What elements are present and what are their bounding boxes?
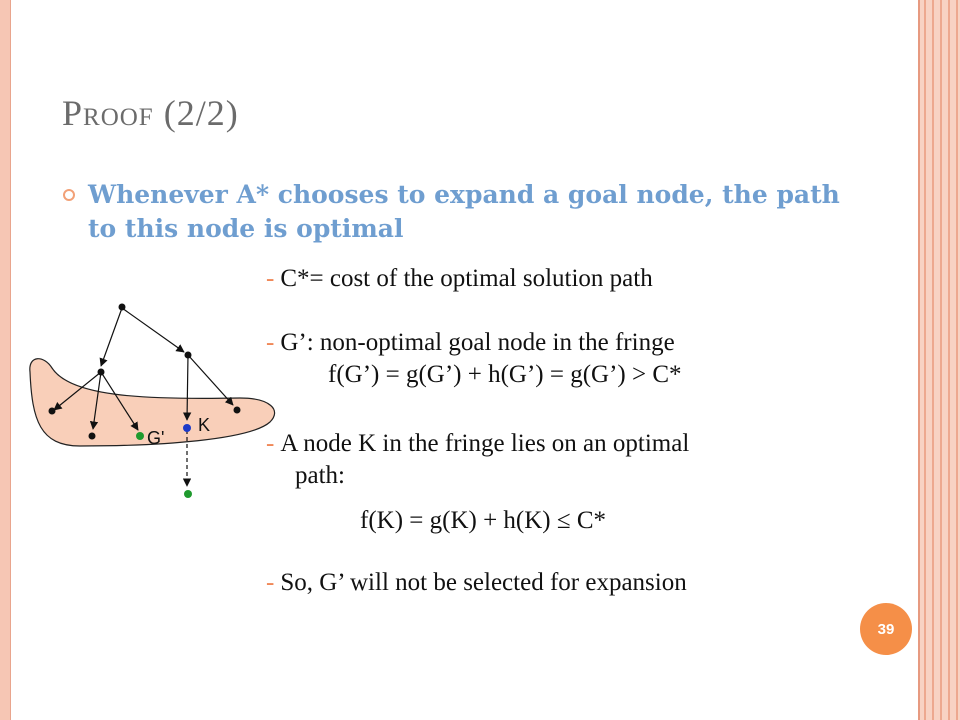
sub-bullet-nonoptimal: -G’: non-optimal goal node in the fringe <box>266 326 675 359</box>
sub-bullet-node-k-text: A node K in the fringe lies on an optima… <box>280 430 690 457</box>
goal-node-g-prime <box>136 432 144 440</box>
sub-bullet-nonoptimal-text: G’: non-optimal goal node in the fringe <box>280 329 675 356</box>
dash-marker: - <box>266 430 275 457</box>
tree-node <box>97 368 105 376</box>
node-k <box>183 424 191 432</box>
tree-edge <box>121 307 185 353</box>
tree-node <box>233 406 241 414</box>
formula-g-prime: f(G’) = g(G’) + h(G’) = g(G’) > C* <box>328 361 682 388</box>
left-frame-border <box>0 0 11 720</box>
sub-bullet-cost-text: C*= cost of the optimal solution path <box>280 265 653 292</box>
main-bullet-text: Whenever A* chooses to expand a goal nod… <box>88 180 840 243</box>
right-frame-edge <box>918 0 920 720</box>
label-g-prime: G' <box>147 428 164 448</box>
sub-bullet-node-k-cont: path: <box>295 462 345 489</box>
dash-marker: - <box>266 329 275 356</box>
goal-node-below-k <box>184 490 192 498</box>
sub-bullet-node-k: -A node K in the fringe lies on an optim… <box>266 427 689 460</box>
sub-bullet-conclusion-text: So, G’ will not be selected for expansio… <box>280 569 687 596</box>
tree-edge <box>182 354 192 421</box>
tree-edge <box>53 371 102 411</box>
tree-edge <box>100 371 139 431</box>
label-k: K <box>198 415 210 435</box>
sub-bullet-conclusion: -So, G’ will not be selected for expansi… <box>266 566 687 599</box>
slide-number-badge: 39 <box>860 603 912 655</box>
right-frame-border <box>918 0 960 720</box>
slide-title: Proof (2/2) <box>62 93 239 133</box>
dash-marker: - <box>266 569 275 596</box>
tree-edge <box>187 354 234 406</box>
tree-node <box>118 303 126 311</box>
tree-node <box>48 407 56 415</box>
tree-node <box>88 432 96 440</box>
sub-bullet-cost: -C*= cost of the optimal solution path <box>266 262 653 295</box>
tree-node <box>184 351 192 359</box>
tree-edge <box>99 307 123 367</box>
bullet-circle-icon <box>63 189 75 201</box>
formula-k: f(K) = g(K) + h(K) ≤ C* <box>360 507 607 534</box>
tree-edge <box>89 371 102 430</box>
dash-marker: - <box>266 265 275 292</box>
